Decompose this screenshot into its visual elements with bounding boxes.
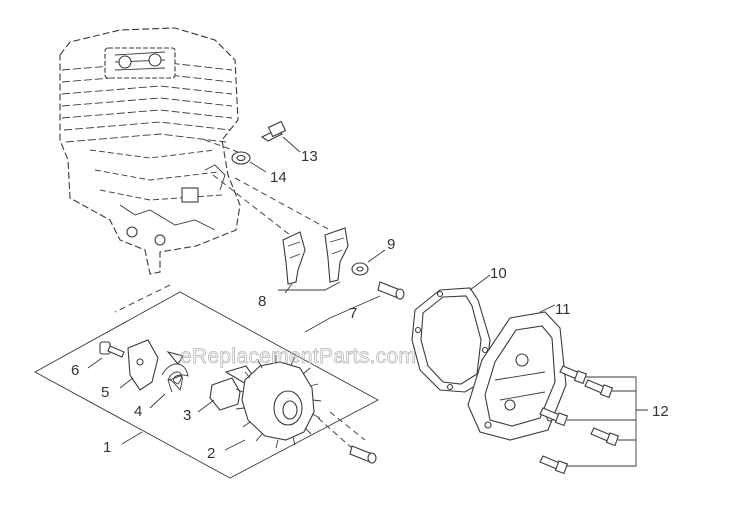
part-6-screw[interactable] [87, 341, 125, 369]
part-7-pin[interactable] [304, 281, 405, 333]
callout-label-14: 14 [270, 169, 287, 186]
part-8-rocker-arms[interactable] [278, 227, 349, 294]
callout-label-3: 3 [183, 407, 191, 424]
callout-label-6: 6 [71, 362, 79, 379]
callout-label-4: 4 [134, 403, 142, 420]
callout-label-13: 13 [301, 148, 318, 165]
dashed-guide [234, 177, 331, 231]
callout-label-12: 12 [652, 403, 669, 420]
pin[interactable] [317, 411, 377, 464]
callout-label-7: 7 [349, 305, 357, 322]
part-9-washer[interactable] [351, 249, 386, 276]
part-4-spring[interactable] [149, 351, 189, 409]
dashed-guide [212, 174, 291, 236]
dashed-guide [204, 139, 239, 153]
callout-label-5: 5 [101, 384, 109, 401]
callout-label-8: 8 [258, 293, 266, 310]
watermark-text: eReplacementParts.com [180, 345, 416, 368]
callout-label-2: 2 [207, 445, 215, 462]
part-14-washer[interactable] [231, 151, 267, 173]
part-10-gasket[interactable] [411, 274, 491, 393]
callout-label-1: 1 [103, 439, 111, 456]
part-11-cover[interactable] [467, 304, 567, 441]
part-13-bolt[interactable] [260, 120, 301, 153]
assembly-outline [34, 291, 379, 479]
part-5-plate[interactable] [119, 339, 159, 391]
engine-block [59, 27, 241, 275]
dashed-guide [114, 284, 171, 313]
callout-label-10: 10 [490, 265, 507, 282]
part-12-bolts[interactable] [539, 365, 648, 475]
callout-label-9: 9 [387, 236, 395, 253]
callout-label-11: 11 [555, 301, 571, 318]
part-2-gear[interactable] [224, 355, 322, 451]
